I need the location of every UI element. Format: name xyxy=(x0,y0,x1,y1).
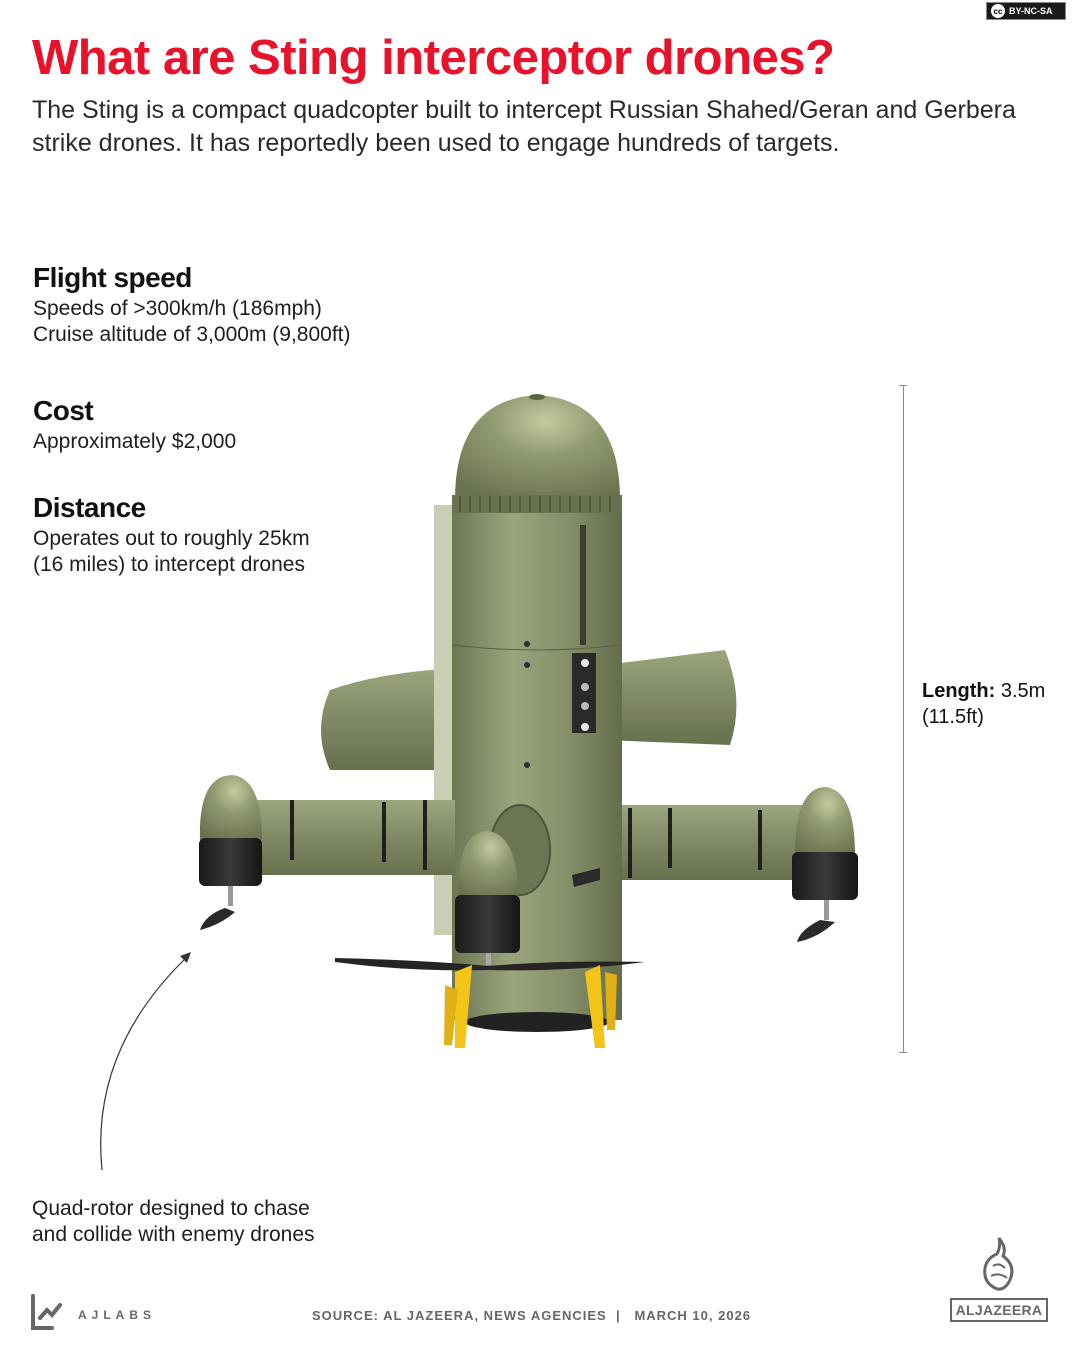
spec-heading: Flight speed xyxy=(33,262,192,293)
length-label-key: Length: xyxy=(922,680,996,702)
landing-legs xyxy=(444,965,617,1048)
rotor-caption: Quad-rotor designed to chase and collide… xyxy=(32,1196,315,1248)
length-scale-line xyxy=(903,385,904,1053)
rotor-pod-right xyxy=(792,787,858,942)
length-label: Length: 3.5m (11.5ft) xyxy=(922,678,1045,730)
length-value: 3.5m xyxy=(1000,680,1046,702)
right-arm xyxy=(622,805,822,880)
propeller xyxy=(335,958,645,971)
left-arm xyxy=(255,800,455,875)
spec-line: Speeds of >300km/h (186mph) xyxy=(33,297,322,320)
caption-line: and collide with enemy drones xyxy=(32,1223,315,1246)
spec-line: Approximately $2,000 xyxy=(33,430,237,453)
footer-source: SOURCE: AL JAZEERA, NEWS AGENCIES | MARC… xyxy=(312,1308,751,1323)
aljazeera-calligraphy-icon xyxy=(983,1237,1014,1291)
aljazeera-wordmark: ALJAZEERA xyxy=(949,1298,1049,1322)
source-text: SOURCE: AL JAZEERA, NEWS AGENCIES xyxy=(312,1308,607,1323)
publish-date: MARCH 10, 2026 xyxy=(634,1308,752,1323)
spec-heading: Distance xyxy=(33,492,146,523)
right-fin xyxy=(605,650,737,745)
ajlabs-logo: AJLABS xyxy=(30,1294,156,1332)
callout-arrow xyxy=(100,952,191,1171)
creative-commons-icon: cc xyxy=(991,4,1005,18)
scale-cap-bottom xyxy=(899,1052,907,1053)
aljazeera-logo: ALJAZEERA xyxy=(949,1236,1049,1322)
ajlabs-text: AJLABS xyxy=(78,1308,157,1322)
spec-line: Cruise altitude of 3,000m (9,800ft) xyxy=(33,323,351,346)
spec-line: (16 miles) to intercept drones xyxy=(33,553,305,576)
spec-line: Operates out to roughly 25km xyxy=(33,527,310,550)
footer-separator: | xyxy=(615,1308,621,1323)
length-imperial: (11.5ft) xyxy=(922,706,984,728)
page-subtitle: The Sting is a compact quadcopter built … xyxy=(32,96,1016,157)
sting-drone-illustration xyxy=(199,394,858,1048)
page-title: What are Sting interceptor drones? xyxy=(32,31,835,85)
spec-distance: Distance Operates out to roughly 25km (1… xyxy=(33,492,310,578)
license-badge: cc BY-NC-SA xyxy=(986,2,1066,20)
spec-heading: Cost xyxy=(33,395,94,426)
left-fin xyxy=(321,668,460,770)
spec-cost: Cost Approximately $2,000 xyxy=(33,395,236,455)
caption-line: Quad-rotor designed to chase xyxy=(32,1197,310,1220)
arrowhead-icon xyxy=(180,952,191,963)
rotor-pod-front xyxy=(335,831,645,971)
ajlabs-chart-icon xyxy=(31,1294,62,1330)
license-text: BY-NC-SA xyxy=(1009,6,1053,16)
rotor-pod-left xyxy=(199,775,262,930)
spec-flight-speed: Flight speed Speeds of >300km/h (186mph)… xyxy=(33,262,351,348)
